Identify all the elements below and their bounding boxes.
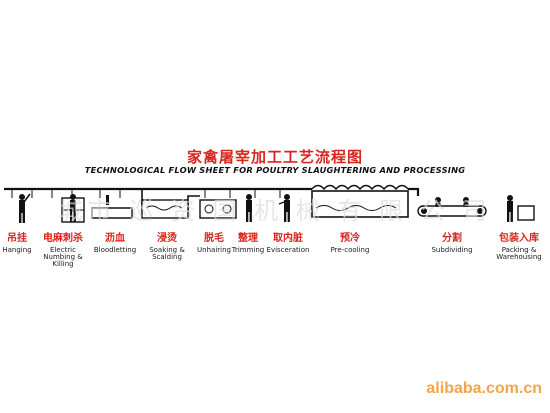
step-evisceration: 取内脏 Evisceration [266,233,310,254]
step-label-en: Trimming [231,245,265,254]
unhairing-machine-icon [199,199,237,219]
step-label-en: Subdividing [431,245,473,254]
trimming-worker-icon [246,194,252,222]
step-label-en: Soaking & Scalding [149,245,185,261]
step-label-cn: 包装入库 [499,233,539,244]
subdividing-conveyor-icon [417,197,487,217]
step-label-cn: 整理 [238,233,258,244]
step-label-cn: 分割 [442,233,462,244]
step-label-cn: 预冷 [340,233,360,244]
step-subdividing: 分割 Subdividing [426,233,478,254]
overhead-rail-right [300,187,420,196]
step-bloodletting: 沥血 Bloodletting [90,233,140,254]
step-label-en: Electric Numbing & Killing [43,245,83,269]
step-label-cn: 电麻刺杀 [43,233,83,244]
packing-worker-icon [507,195,535,222]
scalding-tank-icon [141,189,200,219]
footer-watermark: alibaba.com.cn [426,380,542,397]
step-packing: 包装入库 Packing & Warehousing [490,233,548,261]
flow-diagram [4,184,535,223]
evisceration-worker-icon [278,194,290,222]
hanging-worker-icon [19,193,31,223]
step-label-en: Evisceration [266,245,310,254]
step-label-cn: 浸烫 [157,233,177,244]
hanging-hooks [11,189,281,198]
step-trimming: 整理 Trimming [230,233,266,254]
precooling-tank-icon [311,184,409,218]
title-chinese: 家禽屠宰加工工艺流程图 [186,148,363,166]
step-label-cn: 吊挂 [7,233,27,244]
background-watermark: 城市 巡 资 国 机 械 有 限 公 司 [58,197,492,225]
step-label-cn: 脱毛 [204,233,224,244]
step-label-en: Bloodletting [93,245,137,254]
step-label-cn: 沥血 [105,233,125,244]
step-label-en: Hanging [2,245,32,254]
step-precooling: 预冷 Pre-cooling [322,233,378,254]
step-numbing-killing: 电麻刺杀 Electric Numbing & Killing [30,233,96,269]
title-english: TECHNOLOGICAL FLOW SHEET FOR POULTRY SLA… [84,165,466,175]
step-scalding: 浸烫 Soaking & Scalding [134,233,200,261]
step-label-en: Packing & Warehousing [496,245,542,261]
step-label-en: Pre-cooling [330,245,370,254]
numbing-killing-icon [61,194,85,223]
step-label-cn: 取内脏 [273,233,303,244]
step-label-en: Unhairing [197,245,231,254]
step-unhairing: 脱毛 Unhairing [196,233,232,254]
bloodletting-icon [91,195,133,219]
step-hanging: 吊挂 Hanging [0,233,34,254]
